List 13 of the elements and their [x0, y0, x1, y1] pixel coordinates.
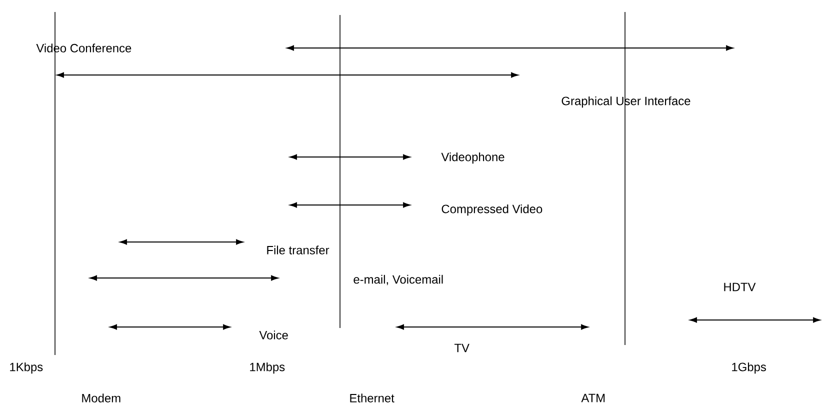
label: 1Kbps [10, 362, 43, 374]
label: TV [454, 344, 470, 352]
label: Ethernet [350, 394, 394, 402]
label: ATM [581, 394, 605, 402]
label: HDTV [724, 282, 756, 292]
label: Voice [259, 330, 288, 340]
label: File transfer [267, 246, 330, 254]
label: 1Gbps [732, 362, 766, 374]
label: Videophone [441, 152, 504, 164]
label: Modem [82, 394, 120, 402]
label: 1Mbps [250, 362, 285, 374]
label: Compressed Video [442, 204, 542, 216]
label: e-mail, Voicemail [354, 274, 443, 286]
